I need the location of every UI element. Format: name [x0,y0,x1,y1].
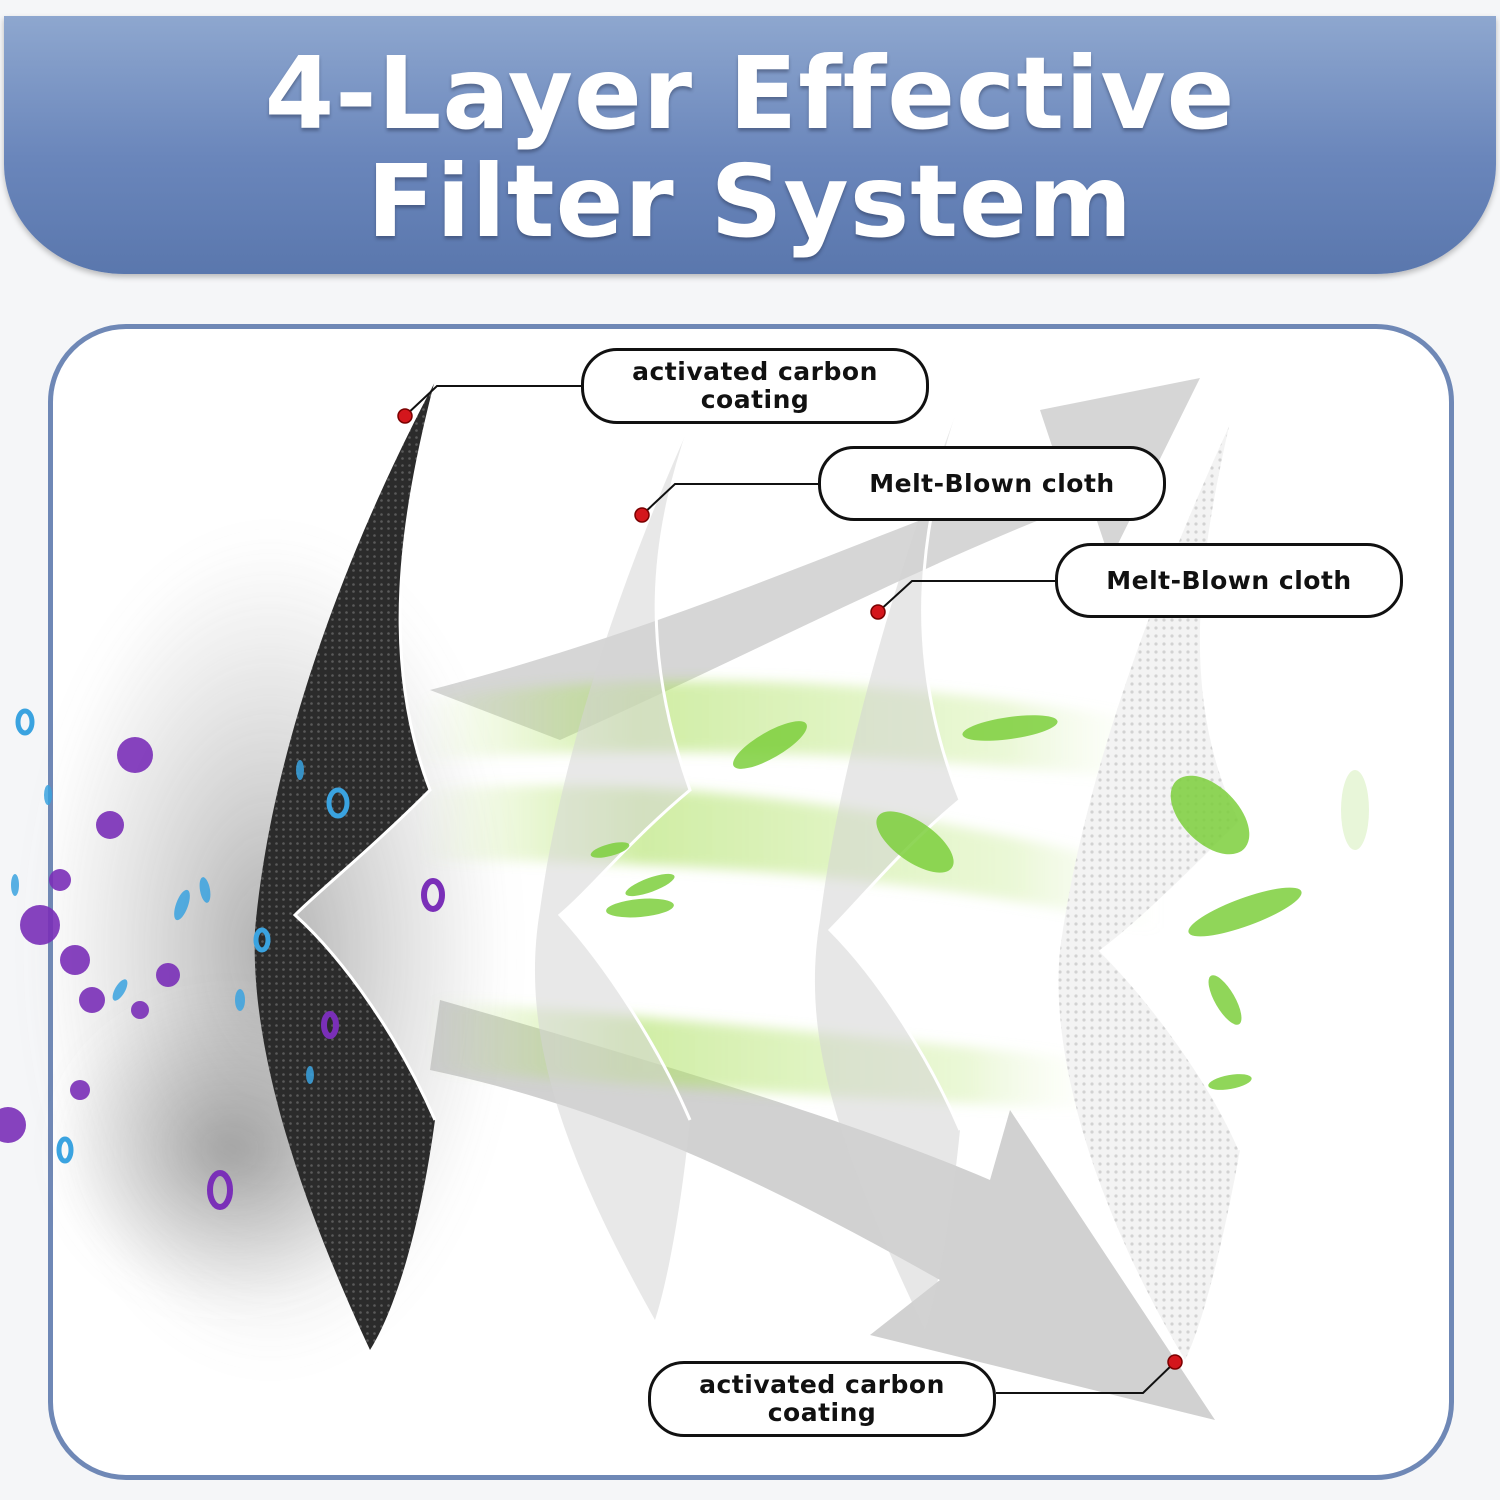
layer-3-label-text: Melt-Blown cloth [1106,565,1352,595]
layer-4-label: activated carbon coating [648,1361,996,1437]
layer-2-label-text: Melt-Blown cloth [869,468,1115,498]
leaves [590,715,1369,1090]
callout-markers [397,408,1183,1370]
filter-layer-2 [534,425,690,1320]
filter-layer-4 [1058,420,1240,1360]
title-banner: 4-Layer Effective Filter System [4,16,1496,274]
filter-layer-3 [814,390,965,1330]
filter-layer-1 [254,378,437,1350]
layer-3-label: Melt-Blown cloth [1055,543,1403,618]
callout-lines [404,385,1176,1394]
page-title: 4-Layer Effective Filter System [4,40,1496,256]
layer-4-label-line-1: activated carbon [699,1370,945,1399]
title-line-2: Filter System [366,143,1134,260]
layer-4-label-line-2: coating [767,1398,877,1427]
particles [0,708,445,1210]
layer-2-label: Melt-Blown cloth [818,446,1166,521]
title-line-1: 4-Layer Effective [264,35,1236,152]
layer-1-label-line-2: coating [700,385,810,414]
layer-1-label: activated carbon coating [581,348,929,424]
layer-1-label-line-1: activated carbon [632,357,878,386]
